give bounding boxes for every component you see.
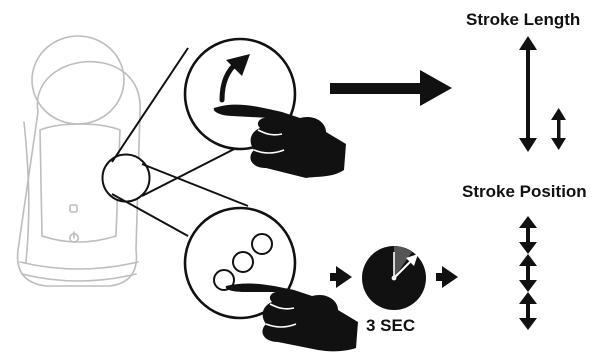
arrow-right-small-icon: [330, 266, 352, 288]
stroke-position-label: Stroke Position: [462, 182, 587, 201]
arrow-right-icon: [330, 70, 452, 106]
stroke-position-arrows-icon: [519, 216, 537, 330]
device-body-icon: [16, 35, 141, 287]
press-and-hold-icon: [225, 283, 358, 352]
three-buttons-icon: [213, 233, 273, 291]
zoom-callout: [101, 47, 249, 237]
tap-gesture-icon: [213, 104, 346, 178]
stroke-length-short-arrow-icon: [551, 108, 566, 150]
stroke-length-label: Stroke Length: [466, 10, 581, 29]
arrow-right-small-icon-2: [436, 266, 458, 288]
zoom-source-circle: [101, 153, 151, 203]
hold-time-label: 3 SEC: [366, 316, 416, 335]
stroke-length-long-arrow-icon: [519, 36, 537, 152]
timer-icon: [362, 246, 426, 310]
